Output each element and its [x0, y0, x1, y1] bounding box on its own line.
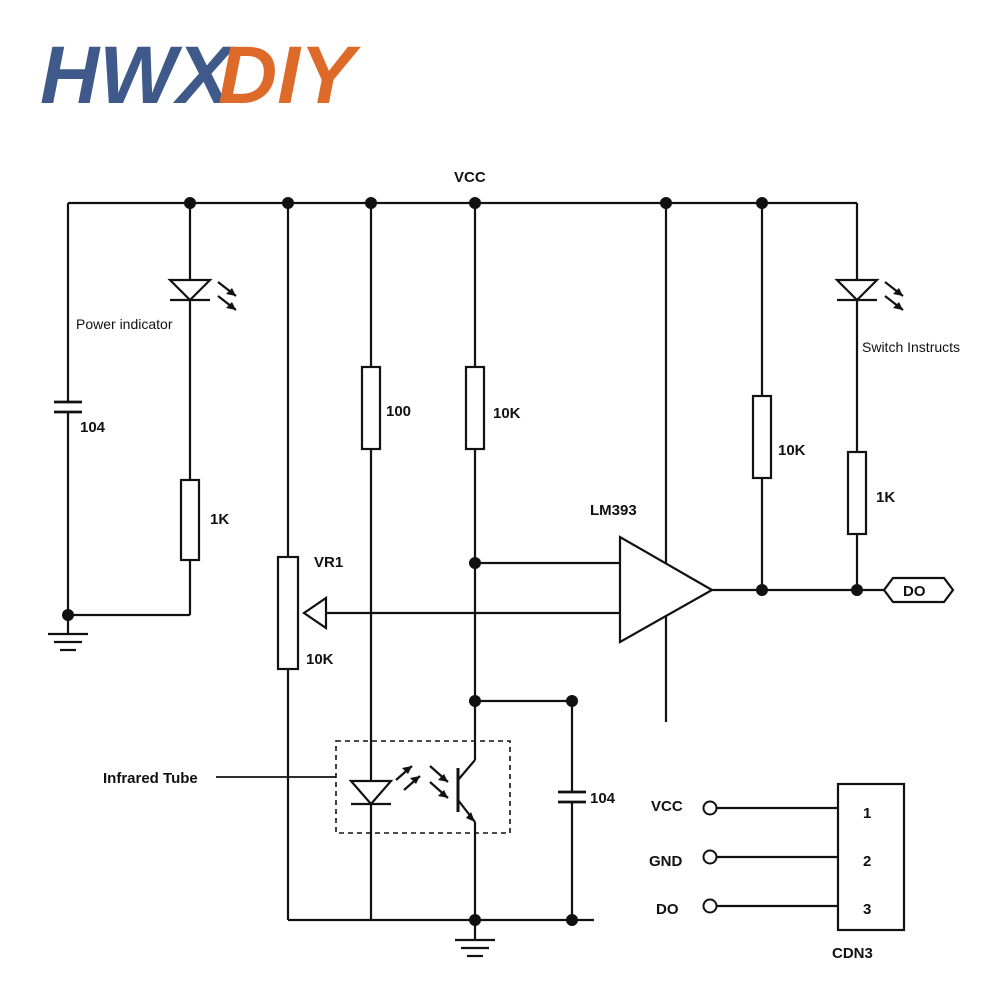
connector-pin-number: 2 — [863, 853, 871, 870]
ground-symbol-left — [48, 615, 88, 652]
connector-pin-number: 1 — [863, 805, 871, 822]
lm393-comparator: LM393 — [326, 203, 715, 722]
ground-symbol-bottom — [455, 920, 495, 958]
connector-pin-label: DO — [656, 901, 679, 918]
vcc-rail: VCC — [68, 169, 857, 209]
resistor-10k-mid: 10K — [464, 203, 521, 760]
capacitor-left-label: 104 — [80, 419, 106, 436]
ground-rail — [288, 914, 594, 926]
capacitor-left: 104 — [54, 203, 106, 621]
resistor-1k-left: 1K — [68, 478, 229, 617]
potentiometer-vr1: VR1 10K — [276, 203, 343, 920]
connector-pin-number: 3 — [863, 901, 871, 918]
infrared-emitter-led — [348, 765, 421, 920]
capacitor-right-label: 104 — [590, 790, 616, 807]
vr1-value-label: 10K — [306, 651, 334, 668]
resistor-1k-right: 1K — [846, 450, 895, 590]
vcc-rail-label: VCC — [454, 169, 486, 186]
infrared-tube-label: Infrared Tube — [103, 770, 198, 787]
resistor-100-label: 100 — [386, 403, 411, 420]
switch-instructs-label: Switch Instructs — [862, 339, 960, 355]
switch-indicator-led: Switch Instructs — [834, 203, 960, 452]
capacitor-right: 104 — [475, 695, 616, 920]
resistor-10k-right: 10K — [751, 203, 806, 590]
do-output-flag — [882, 576, 955, 604]
resistor-1k-left-label: 1K — [210, 511, 229, 528]
lm393-label: LM393 — [590, 502, 637, 519]
vr1-label: VR1 — [314, 554, 343, 571]
connector-name-label: CDN3 — [832, 945, 873, 962]
junction-dot — [566, 914, 578, 926]
phototransistor — [429, 759, 477, 920]
do-output-label: DO — [903, 583, 926, 600]
power-indicator-label: Power indicator — [76, 316, 173, 332]
connector-pin-label: VCC — [651, 798, 683, 815]
connector-pin-label: GND — [649, 853, 683, 870]
resistor-10k-right-label: 10K — [778, 442, 806, 459]
connector-cdn3: CDN3 VCC 1 GND 2 DO 3 — [649, 782, 906, 962]
infrared-tube-outline: Infrared Tube — [103, 740, 511, 834]
logo-text-diy: DIY — [218, 30, 361, 121]
connector-pin-1: VCC 1 — [651, 798, 871, 822]
power-indicator-led: Power indicator — [76, 203, 237, 480]
connector-pin-2: GND 2 — [649, 849, 871, 870]
output-net: DO — [712, 576, 955, 604]
resistor-10k-mid-label: 10K — [493, 405, 521, 422]
resistor-100: 100 — [360, 203, 411, 780]
hwx-diy-logo: HWX DIY — [40, 30, 361, 121]
resistor-1k-right-label: 1K — [876, 489, 895, 506]
logo-text-hwx: HWX — [40, 30, 236, 121]
connector-pin-3: DO 3 — [656, 898, 871, 918]
